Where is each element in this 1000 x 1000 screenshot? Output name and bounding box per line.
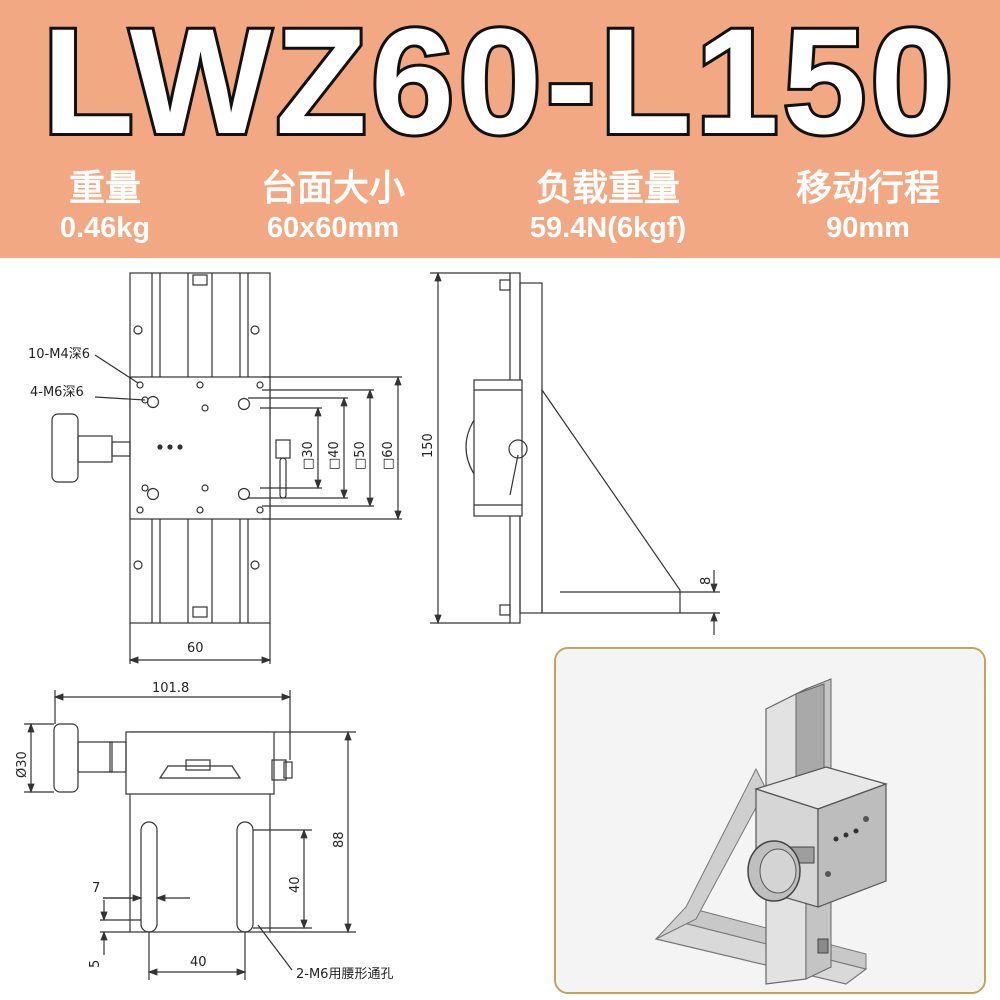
product-photo bbox=[554, 647, 986, 994]
spec-value: 59.4N(6kgf) bbox=[529, 212, 687, 244]
spec-travel: 移动行程 90mm bbox=[743, 168, 993, 246]
dim-slot-width: 7 bbox=[92, 881, 100, 896]
spec-value: 90mm bbox=[826, 212, 910, 244]
dim-square-30: □30 bbox=[301, 441, 316, 470]
dim-slot-spacing: 40 bbox=[190, 955, 207, 970]
spec-weight: 重量 0.46kg bbox=[0, 168, 230, 246]
dim-side-height: 150 bbox=[421, 433, 436, 458]
spec-label: 台面大小 bbox=[260, 168, 405, 209]
dim-square-60: □60 bbox=[381, 441, 396, 470]
callout-slot-holes: 2-M6用腰形通孔 bbox=[296, 967, 393, 982]
dim-front-overall: 101.8 bbox=[152, 681, 189, 696]
spec-label: 重量 bbox=[68, 168, 141, 209]
dim-top-width: 60 bbox=[187, 641, 204, 656]
spec-label: 负载重量 bbox=[535, 168, 680, 209]
spec-label: 移动行程 bbox=[795, 168, 940, 209]
spec-value: 60x60mm bbox=[266, 212, 400, 244]
product-title: LWZ60-L150 bbox=[39, 0, 958, 168]
side-view bbox=[430, 271, 720, 635]
front-view bbox=[24, 690, 356, 980]
dim-side-thickness: 8 bbox=[699, 577, 714, 585]
top-view-table bbox=[129, 376, 271, 520]
dim-front-height: 88 bbox=[332, 831, 347, 848]
top-view bbox=[51, 272, 402, 664]
callout-m4-holes: 10-M4深6 bbox=[28, 347, 90, 362]
callout-m6-holes: 4-M6深6 bbox=[30, 385, 84, 400]
dim-square-50: □50 bbox=[353, 441, 368, 470]
dim-slot-length: 40 bbox=[288, 876, 303, 893]
dim-square-40: □40 bbox=[327, 441, 342, 470]
spec-value: 0.46kg bbox=[59, 212, 151, 244]
product-illustration bbox=[556, 649, 984, 992]
dim-base-offset: 5 bbox=[88, 960, 103, 968]
spec-table-size: 台面大小 60x60mm bbox=[208, 168, 458, 246]
spec-load: 负载重量 59.4N(6kgf) bbox=[483, 168, 733, 246]
header-banner: LWZ60-L150 重量 0.46kg 台面大小 60x60mm 负载重量 5… bbox=[0, 0, 1000, 258]
dim-knob-diameter: Ø30 bbox=[15, 751, 30, 778]
